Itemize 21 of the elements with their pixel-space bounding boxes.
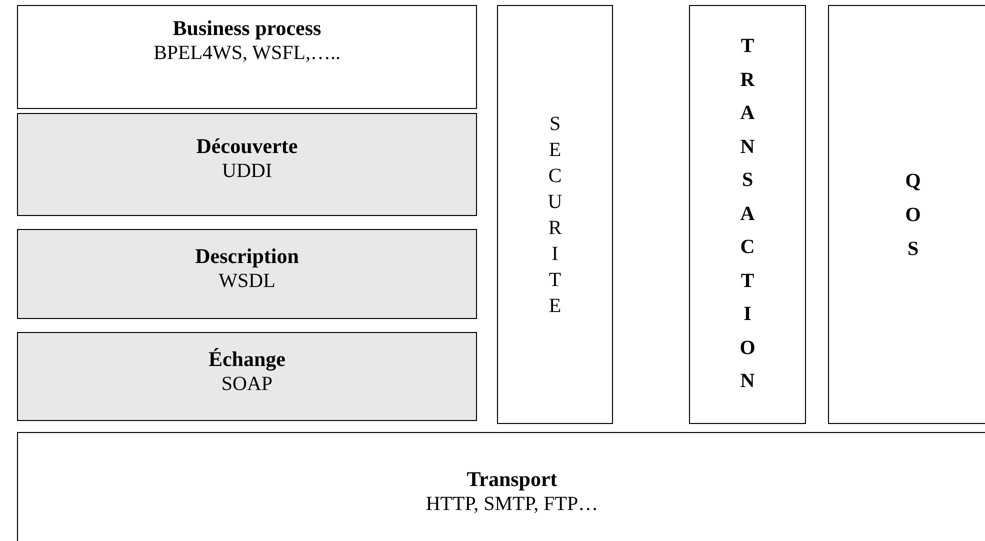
column-box (497, 5, 613, 424)
layer-box (17, 229, 477, 319)
layer-title: Échange (207, 347, 286, 372)
layer-box (17, 5, 477, 109)
protocol-list: SOAP (18, 372, 476, 396)
layer-title: Business process (172, 16, 322, 41)
layer-title: Découverte (195, 134, 299, 159)
vertical-label: S E C U R I T E (546, 112, 564, 318)
layer-box (17, 432, 985, 541)
column-box (689, 5, 806, 424)
layer-title: Transport (466, 467, 558, 492)
protocol-list: UDDI (18, 159, 476, 183)
layer-title: Description (194, 244, 300, 269)
protocol-list: WSDL (18, 269, 476, 293)
layer-box (17, 332, 477, 421)
protocol-list: HTTP, SMTP, FTP… (18, 492, 985, 516)
layer-box (17, 113, 477, 216)
vertical-label: Q O S (904, 168, 922, 262)
column-box (828, 5, 985, 424)
vertical-label: T R A N S A C T I O N (738, 34, 756, 394)
protocol-list: BPEL4WS, WSFL,….. (18, 41, 476, 65)
